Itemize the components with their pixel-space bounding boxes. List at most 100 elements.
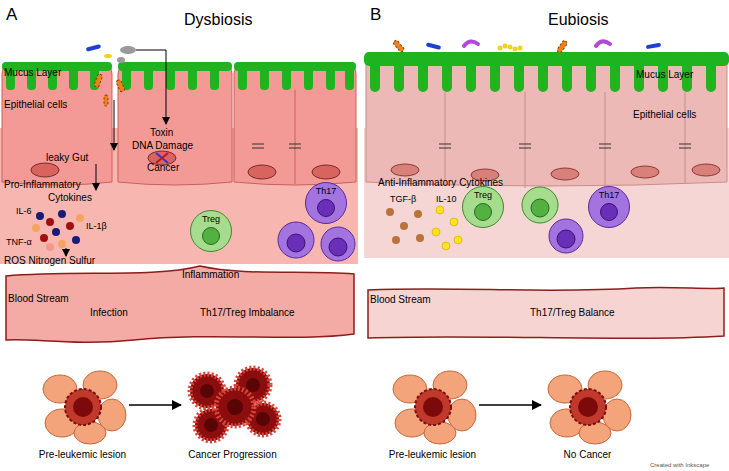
node-text: No Cancer xyxy=(564,450,612,460)
bacterium xyxy=(646,43,661,50)
nucleus xyxy=(248,165,276,179)
text-label: ROS Nitrogen Sulfur xyxy=(4,256,95,266)
text-label: IL-10 xyxy=(436,195,457,204)
dna-damage-mark xyxy=(156,153,168,163)
mucus-finger xyxy=(610,52,620,92)
th17-cell xyxy=(278,222,314,258)
mucus-finger xyxy=(345,62,354,90)
lesion-nucleus xyxy=(578,397,598,417)
panel-title: Dysbiosis xyxy=(184,12,252,28)
node-text: Infection xyxy=(90,308,128,318)
cell-cluster: Pre-leukemic lesion xyxy=(40,365,125,445)
cytokine xyxy=(46,243,54,251)
bacterium xyxy=(393,39,405,52)
bacterium xyxy=(498,46,503,51)
node-text: Cancer Progression xyxy=(188,450,276,460)
mucus-finger xyxy=(442,52,452,92)
bacterium xyxy=(104,54,112,58)
bacterium xyxy=(426,42,442,50)
bacterium xyxy=(94,74,103,88)
mucus-finger xyxy=(282,62,291,90)
cytokine xyxy=(416,234,424,242)
node-text: Th17 xyxy=(589,191,629,200)
node-text: Th17/Treg Balance xyxy=(530,308,615,318)
mucus-finger xyxy=(562,52,572,92)
mucus-layer xyxy=(2,62,356,90)
cytokine xyxy=(72,236,80,244)
treg-nucleus xyxy=(531,199,549,217)
immune-cell: Th17 xyxy=(588,186,630,228)
cancer-cluster xyxy=(190,368,279,441)
text-label: Epithelial cells xyxy=(633,110,696,120)
immune-cell: Th17 xyxy=(305,182,347,224)
text-label: IL-1β xyxy=(86,222,107,231)
mucus-finger xyxy=(538,52,548,92)
nucleus xyxy=(631,166,659,178)
bacterium xyxy=(508,45,513,50)
lesion-cell xyxy=(570,389,606,425)
band-shape xyxy=(368,287,724,338)
text-label: Inflammation xyxy=(182,270,239,280)
node-text: Th17 xyxy=(306,187,346,196)
cell-cluster: No Cancer xyxy=(545,365,630,445)
node-text: Treg xyxy=(463,191,503,200)
nucleus xyxy=(692,164,720,176)
cytokine xyxy=(442,242,450,250)
flow-arrow xyxy=(114,100,115,150)
flow-arrow xyxy=(66,248,67,256)
text-label: Anti-Inflammatory Cytokines xyxy=(378,178,503,188)
blood-stream-band: Blood StreamTh17/Treg Balance xyxy=(366,284,726,342)
cytokine xyxy=(58,240,66,248)
cytokine xyxy=(400,222,408,230)
flow-arrow xyxy=(129,404,181,406)
flow-arrow xyxy=(479,404,541,406)
immune-cell: Treg xyxy=(190,210,232,252)
mucus-finger xyxy=(69,62,78,90)
cytokine xyxy=(450,218,458,226)
bacterium xyxy=(116,79,126,92)
cancer-nucleus xyxy=(204,418,218,432)
text-label: Cancer xyxy=(147,163,179,173)
node-text: Blood Stream xyxy=(370,295,431,305)
cell-cluster: Pre-leukemic lesion xyxy=(390,365,475,445)
cytokine xyxy=(414,210,422,218)
flow-arrow xyxy=(96,164,97,190)
node-text: Blood Stream xyxy=(8,294,69,304)
cell-nucleus xyxy=(202,227,220,245)
text-label: DNA Damage xyxy=(132,141,193,151)
th17-nucleus xyxy=(329,238,347,256)
bacterium xyxy=(513,47,518,52)
cell-nucleus xyxy=(474,203,492,221)
cytokine xyxy=(46,218,54,226)
mucus-finger xyxy=(418,52,428,92)
cancer-nucleus xyxy=(200,384,214,398)
node-text: Pre-leukemic lesion xyxy=(389,450,476,460)
cytokine xyxy=(436,206,444,214)
cancer-cell xyxy=(216,388,254,426)
tight-junction xyxy=(252,144,301,148)
cytokine xyxy=(392,236,400,244)
cytokine xyxy=(52,228,60,236)
mucus-finger xyxy=(304,62,313,90)
text-label: Mucus Layer xyxy=(636,70,693,80)
text-label: Pro-Inflammatory xyxy=(4,180,81,190)
tight-junction xyxy=(439,144,691,148)
th17-cell xyxy=(321,227,355,261)
panel-letter: B xyxy=(370,6,381,23)
mucus-finger xyxy=(706,52,716,92)
panel-title: Eubiosis xyxy=(548,12,608,28)
cancer-nucleus xyxy=(246,378,260,392)
cell-nucleus xyxy=(600,203,618,221)
mucus-finger xyxy=(326,62,335,90)
cancer-nucleus xyxy=(256,412,270,426)
bacterium xyxy=(117,57,125,63)
cytokine xyxy=(432,228,440,236)
mucus-finger xyxy=(166,62,175,90)
bacterium xyxy=(503,44,508,49)
mucus-finger xyxy=(466,52,476,92)
bacterium xyxy=(556,40,568,54)
cytokine xyxy=(36,212,44,220)
